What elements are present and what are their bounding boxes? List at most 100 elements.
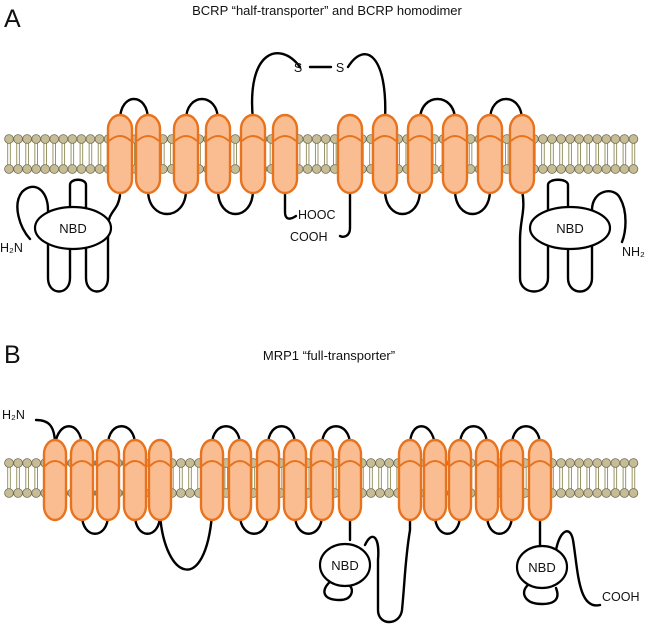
- lipid-head: [601, 164, 612, 174]
- b-ecl-6: [320, 425, 352, 447]
- transmembrane-helix: [441, 113, 469, 195]
- helix-cap-line: [149, 460, 171, 467]
- transmembrane-helix: [474, 438, 500, 522]
- transmembrane-helix: [172, 113, 200, 195]
- helix-cap-line: [206, 135, 230, 142]
- b-icl-3: [238, 513, 270, 535]
- lipid-head: [58, 164, 69, 174]
- ecl-3-right: [346, 53, 387, 122]
- helix-cap-line: [424, 460, 446, 467]
- b-n-terminus-label: H₂N: [2, 408, 25, 422]
- lipid-head: [22, 458, 32, 468]
- b-c-terminus-label: COOH: [602, 590, 640, 604]
- lipid-head: [366, 488, 376, 498]
- b-icl-1: [80, 513, 110, 535]
- transmembrane-helix: [255, 438, 281, 522]
- lipid-head: [574, 164, 584, 174]
- helix-cap-line: [339, 460, 361, 467]
- bcrp-helices: [106, 113, 536, 195]
- icl-2-right: [453, 188, 492, 216]
- lipid-head: [4, 458, 14, 468]
- helix-cap-line: [97, 460, 119, 467]
- b-nbd2-label: NBD: [528, 560, 555, 575]
- panel-a-letter: A: [4, 5, 21, 33]
- transmembrane-helix: [134, 113, 162, 195]
- bcrp-loops: [16, 51, 627, 293]
- nbd-right-label: NBD: [556, 221, 583, 236]
- transmembrane-helix: [95, 438, 121, 522]
- lipid-head: [94, 164, 105, 174]
- disulfide-s-left: S: [294, 61, 302, 75]
- helix-cap-line: [311, 460, 333, 467]
- helix-cap-line: [229, 460, 251, 467]
- lipid-head: [628, 488, 639, 498]
- lipid-head: [22, 134, 32, 144]
- transmembrane-helix: [499, 438, 525, 522]
- lipid-head: [4, 488, 14, 498]
- b-ecl-8: [458, 425, 489, 447]
- ecl-2-left: [184, 97, 220, 122]
- helix-cap-line: [273, 135, 297, 142]
- lipid-head: [311, 164, 322, 174]
- lipid-head: [13, 164, 23, 174]
- lipid-head: [40, 134, 50, 144]
- helix-cap-line: [449, 460, 471, 467]
- b-ecl-7: [408, 425, 437, 447]
- n-terminus-left-label: H₂N: [0, 241, 23, 255]
- helix-cap-line: [44, 460, 66, 467]
- transmembrane-helix: [271, 113, 299, 195]
- icl-1-right: [383, 188, 422, 216]
- lipid-head: [185, 488, 195, 498]
- lipid-head: [311, 134, 322, 144]
- b-icl-5: [433, 513, 462, 535]
- lipid-head: [538, 134, 548, 144]
- helix-cap-line: [241, 135, 265, 142]
- disulfide-s-right: S: [336, 61, 344, 75]
- transmembrane-helix: [106, 113, 134, 195]
- c-terminus-right-label: COOH: [290, 230, 328, 244]
- transmembrane-helix: [476, 113, 504, 195]
- transmembrane-helix: [42, 438, 68, 522]
- lipid-head: [13, 488, 23, 498]
- n-terminus-left-chain: [16, 178, 122, 293]
- lipid-head: [592, 488, 603, 498]
- lipid-head: [76, 134, 87, 144]
- lipid-head: [592, 164, 603, 174]
- lipid-head: [76, 164, 87, 174]
- panel-b-letter: B: [4, 341, 21, 369]
- lipid-head: [384, 458, 394, 468]
- lipid-head: [22, 164, 32, 174]
- transmembrane-helix: [282, 438, 308, 522]
- b-nbd1-label: NBD: [331, 558, 358, 573]
- transmembrane-helix: [336, 113, 364, 195]
- lipid-head: [320, 164, 331, 174]
- transmembrane-helix: [147, 438, 173, 522]
- b-linker-loop: [158, 513, 214, 571]
- helix-cap-line: [476, 460, 498, 467]
- helix-cap-line: [257, 460, 279, 467]
- lipid-head: [85, 164, 96, 174]
- ecl-1-right: [418, 97, 457, 122]
- b-nbd2-domain: [515, 544, 569, 590]
- lipid-head: [601, 488, 612, 498]
- b-icl-2: [133, 513, 162, 535]
- panel-a: A BCRP “half-transporter” and BCRP homod…: [0, 3, 645, 293]
- c-terminus-right-chain: [338, 188, 352, 238]
- lipid-head: [610, 488, 621, 498]
- lipid-head: [40, 164, 50, 174]
- lipid-head: [601, 134, 612, 144]
- transmembrane-helix: [69, 438, 95, 522]
- icl-1-left: [146, 188, 188, 216]
- lipid-head: [610, 134, 621, 144]
- lipid-head: [538, 164, 548, 174]
- lipid-head: [619, 458, 630, 468]
- lipid-head: [565, 488, 575, 498]
- lipid-head: [67, 134, 78, 144]
- lipid-head: [547, 164, 557, 174]
- helix-cap-line: [501, 460, 523, 467]
- lipid-head: [583, 488, 593, 498]
- b-icl-6: [485, 513, 514, 535]
- lipid-head: [628, 164, 639, 174]
- lipid-head: [320, 134, 331, 144]
